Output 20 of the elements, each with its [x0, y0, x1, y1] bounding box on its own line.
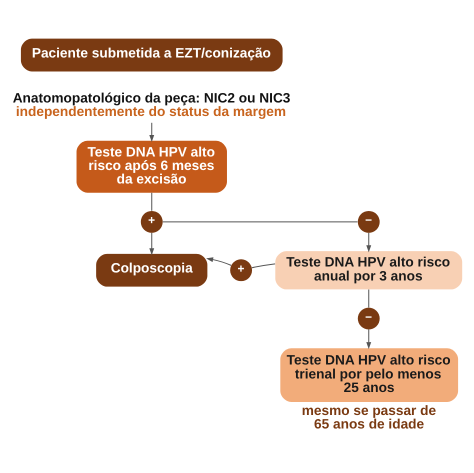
- node-label: mesmo se passar de 65 anos de idade: [302, 402, 436, 432]
- node-box: Teste DNA HPV alto risco anual por 3 anos: [275, 251, 462, 290]
- connector: [252, 263, 276, 268]
- connector: [162, 221, 358, 222]
- arrow: [149, 232, 154, 256]
- arrow: [366, 330, 372, 350]
- node-box: Teste DNA HPV alto risco trienal por pelo menos 25 anos: [280, 348, 458, 402]
- connector: [368, 290, 370, 308]
- arrow: [366, 232, 372, 252]
- arrow: [149, 122, 154, 142]
- node-circle: +: [230, 259, 252, 282]
- node-circle: −: [358, 308, 380, 330]
- node-box: Paciente submetida a EZT/conização: [20, 38, 283, 72]
- node-box: Teste DNA HPV alto risco após 6 meses da excisão: [76, 140, 227, 193]
- node-circle: +: [140, 210, 163, 233]
- connector: [151, 192, 152, 211]
- node-box: Colposcopia: [96, 254, 208, 287]
- arrow: [206, 257, 232, 266]
- node-circle: −: [358, 210, 380, 233]
- node-text: Anatomopatológico da peça: NIC2 ou NIC3 independentemente do status da margem: [12, 90, 290, 120]
